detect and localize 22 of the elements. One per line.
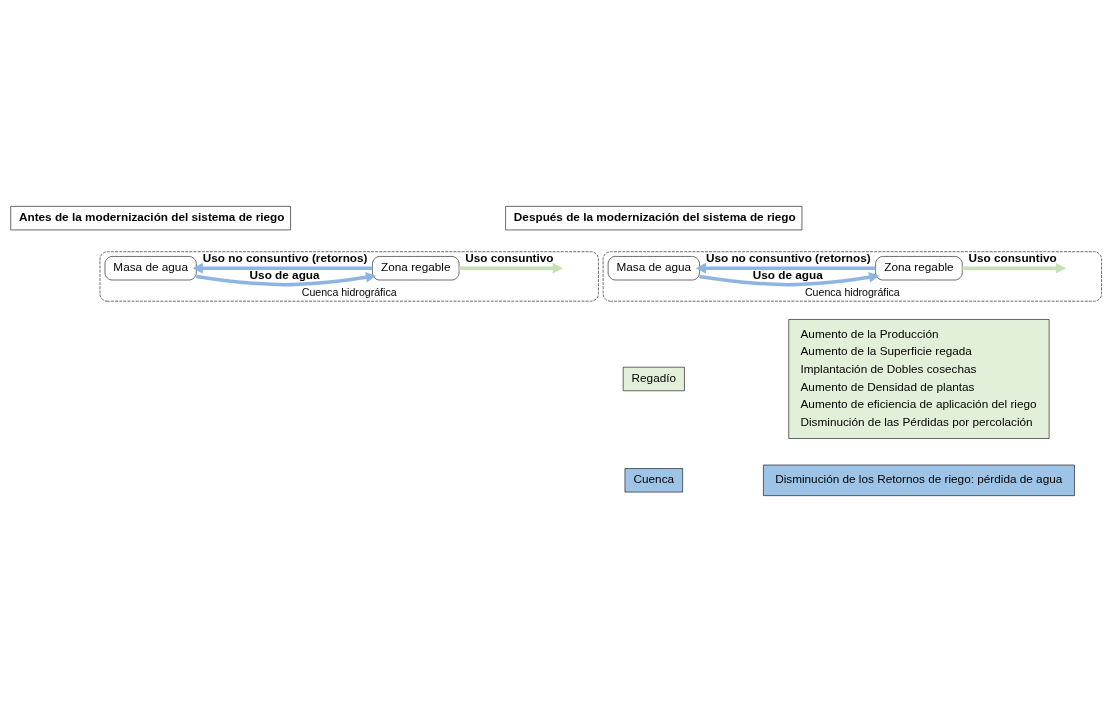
edge-label: Uso no consuntivo (retornos) bbox=[202, 251, 368, 265]
edge-label: Uso consuntivo bbox=[968, 251, 1057, 265]
edge-label: Uso de agua bbox=[752, 267, 823, 281]
node-box: Aumento de la Producción Aumento de la Superficie regada Implantación de Dobles cosechas Aumento de Densidad de plantas Aumento de eficiencia de aplicación del riego Disminución de las Pérdidas por percolación bbox=[788, 319, 1050, 439]
node-box: Masa de agua bbox=[607, 256, 700, 281]
node-box: Antes de la modernización del sistema de riego bbox=[10, 206, 291, 231]
edge-label: Uso de agua bbox=[249, 267, 320, 281]
edge-label: Uso consuntivo bbox=[465, 251, 554, 265]
node-box: Masa de agua bbox=[104, 256, 197, 281]
edge-label: Uso no consuntivo (retornos) bbox=[705, 251, 871, 265]
node-box: Disminución de los Retornos de riego: pérdida de agua bbox=[763, 464, 1075, 496]
node-box: Después de la modernización del sistema de riego bbox=[505, 206, 803, 231]
arrow bbox=[196, 271, 377, 287]
arrow bbox=[699, 271, 880, 287]
arrow bbox=[459, 262, 563, 274]
node-box: Zona regable bbox=[875, 256, 963, 281]
arrow bbox=[192, 262, 373, 274]
arrow bbox=[695, 262, 876, 274]
arrow bbox=[962, 262, 1067, 274]
node-box: Zona regable bbox=[372, 256, 460, 281]
node-box: Regadío bbox=[622, 366, 685, 392]
node-box: Cuenca bbox=[624, 468, 683, 493]
